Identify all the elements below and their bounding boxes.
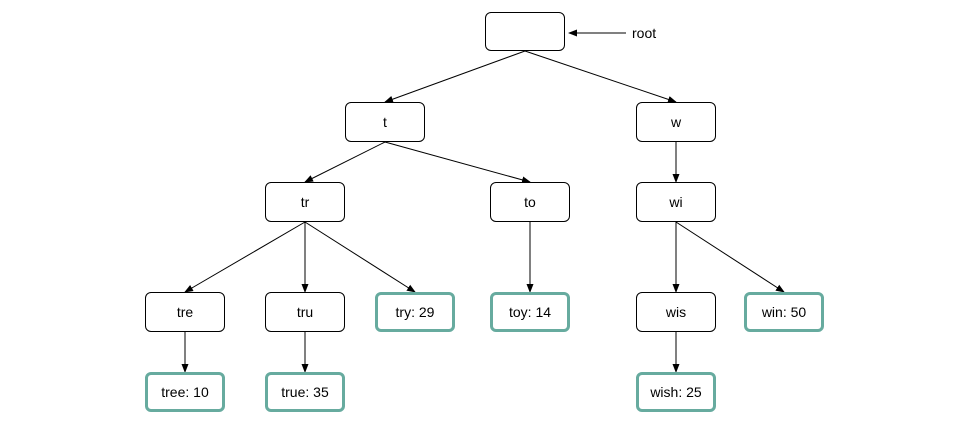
node-wi: wi <box>636 182 716 222</box>
node-tr: tr <box>265 182 345 222</box>
node-to: to <box>490 182 570 222</box>
node-tree: tree: 10 <box>145 372 225 412</box>
node-try: try: 29 <box>375 292 455 332</box>
edge-wi-to-win <box>675 221 785 293</box>
node-true: true: 35 <box>265 372 345 412</box>
node-toy: toy: 14 <box>490 292 570 332</box>
node-root <box>485 12 565 51</box>
edge-root-to-w <box>524 50 677 103</box>
edge-t-to-tr <box>304 141 386 183</box>
node-tre: tre <box>145 292 225 332</box>
node-wish: wish: 25 <box>636 372 716 412</box>
edge-tr-to-try <box>304 221 416 293</box>
node-wis: wis <box>636 292 716 332</box>
root-label: root <box>632 25 657 41</box>
node-w: w <box>636 102 716 142</box>
node-t: t <box>345 102 425 142</box>
node-win: win: 50 <box>744 292 824 332</box>
edge-tr-to-tre <box>184 221 306 293</box>
node-tru: tru <box>265 292 345 332</box>
edge-root-to-t <box>384 50 526 103</box>
edge-t-to-to <box>384 141 531 184</box>
